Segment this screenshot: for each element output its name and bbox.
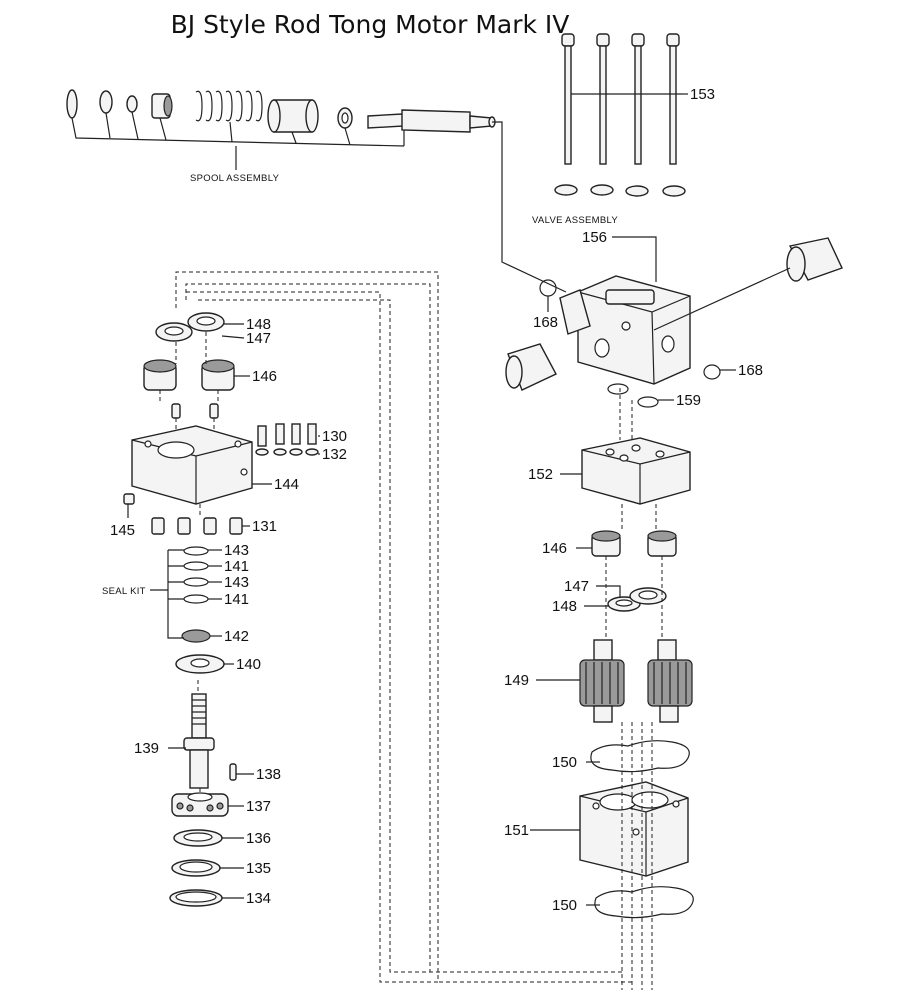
callout-168-right: 168 [738,362,763,379]
left-stack-guides [159,332,219,794]
spool-assembly-label: SPOOL ASSEMBLY [190,173,280,184]
sleeve-set-131 [151,517,243,535]
seal-kit-rings [150,546,211,643]
o-ring-159-a [607,383,629,395]
callout-148-right: 148 [552,598,577,615]
ring-pair-left [155,312,225,342]
bolt-set [561,33,682,165]
callout-151: 151 [504,822,529,839]
plate-152 [581,437,691,505]
valve-assembly-label: VALVE ASSEMBLY [532,215,618,226]
drive-shaft-139 [183,693,237,789]
callout-138: 138 [256,766,281,783]
callout-142: 142 [224,628,249,645]
gasket-150-top [590,740,690,773]
callout-141-a: 141 [224,558,249,575]
callout-139: 139 [134,740,159,757]
callout-144: 144 [274,476,299,493]
callout-152: 152 [528,466,553,483]
callout-131: 131 [252,518,277,535]
callout-146-right: 146 [542,540,567,557]
callout-150-top: 150 [552,754,577,771]
callout-147-right: 147 [564,578,589,595]
gear-pair [579,639,693,723]
o-ring-168-left [539,279,557,297]
callout-159: 159 [676,392,701,409]
o-ring-168-right [703,364,721,380]
ring-stack-134-136 [169,829,223,907]
right-stack-guides [605,388,663,990]
callout-153: 153 [690,86,715,103]
ring-pair-right [607,587,667,612]
gasket-150-bottom [594,886,694,919]
callout-130: 130 [322,428,347,445]
callout-134: 134 [246,890,271,907]
callout-146-left: 146 [252,368,277,385]
callout-143-a: 143 [224,542,249,559]
screw-set-130 [255,423,319,456]
callout-140: 140 [236,656,261,673]
cover-plate-144 [123,425,253,505]
seal-kit-label: SEAL KIT [102,586,146,597]
callout-136: 136 [246,830,271,847]
callout-141-b: 141 [224,591,249,608]
spool-assembly: SPOOL ASSEMBLY [66,89,496,184]
dowel-pins [171,403,219,419]
o-ring-159-b [637,396,659,408]
callout-143-b: 143 [224,574,249,591]
diagram-title: BJ Style Rod Tong Motor Mark IV [170,10,570,39]
callout-168-left: 168 [533,314,558,331]
washer-set [554,184,686,197]
callout-149: 149 [504,672,529,689]
callout-145: 145 [110,522,135,539]
washer-140 [175,654,225,674]
callout-156: 156 [582,229,607,246]
leader-lines [127,93,736,906]
bearing-pair-left [143,359,235,391]
callout-132: 132 [322,446,347,463]
bearing-137 [171,792,229,817]
callout-135: 135 [246,860,271,877]
callout-147-left: 147 [246,330,271,347]
callout-148-left: 148 [246,316,271,333]
valve-body [505,237,843,391]
gear-housing [579,781,689,877]
spool-linkage-line [492,121,567,293]
bearing-pair-right [591,530,677,557]
callout-137: 137 [246,798,271,815]
callout-150-bottom: 150 [552,897,577,914]
